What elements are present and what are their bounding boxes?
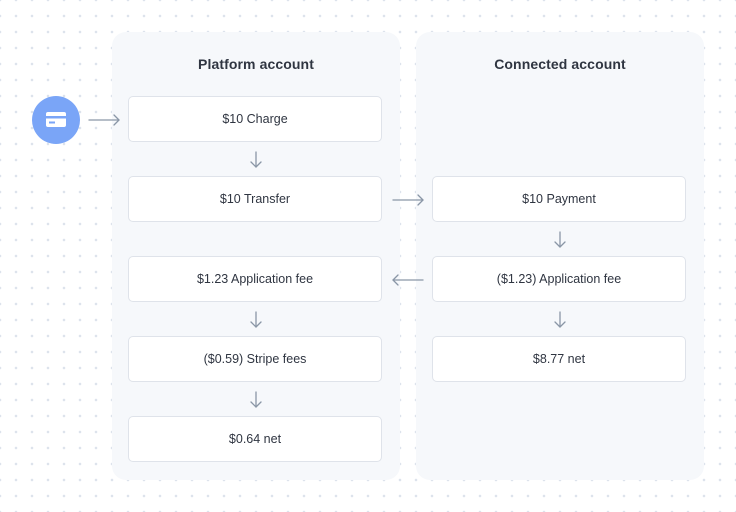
credit-card-source [32,96,80,144]
platform-application-fee-box: $1.23 Application fee [128,256,382,302]
arrow-icon [392,274,424,286]
connected-payment-box: $10 Payment [432,176,686,222]
credit-card-icon [46,112,66,127]
connected-account-title: Connected account [494,56,626,72]
platform-stripe-fees-box: ($0.59) Stripe fees [128,336,382,382]
connected-net-box: $8.77 net [432,336,686,382]
platform-transfer-box: $10 Transfer [128,176,382,222]
arrow-icon [554,311,566,328]
arrow-icon [392,194,424,206]
arrow-icon [554,231,566,248]
arrow-icon [250,151,262,168]
arrow-icon [88,114,120,126]
arrow-icon [250,311,262,328]
platform-account-title: Platform account [198,56,314,72]
connected-application-fee-box: ($1.23) Application fee [432,256,686,302]
platform-net-box: $0.64 net [128,416,382,462]
arrow-icon [250,391,262,408]
platform-charge-box: $10 Charge [128,96,382,142]
